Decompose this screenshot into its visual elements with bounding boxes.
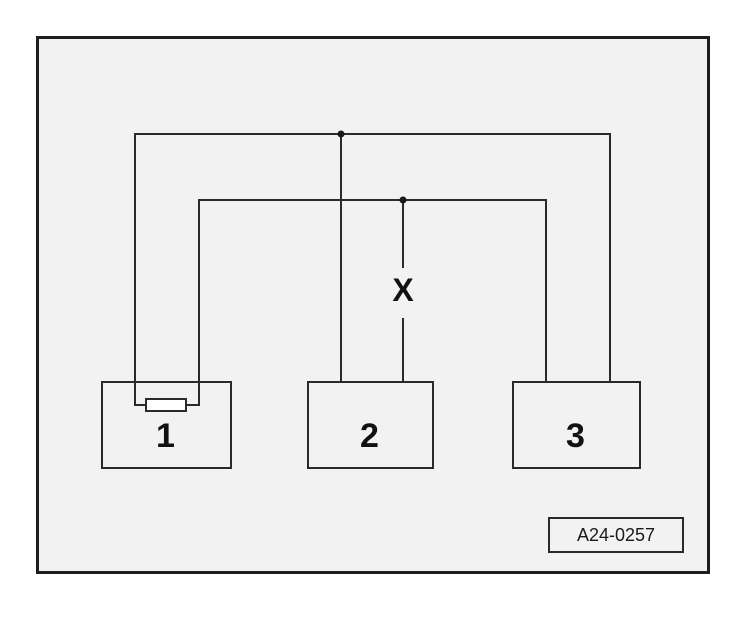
outer-wire	[134, 133, 611, 406]
measurement-label: X	[392, 272, 414, 308]
resistor-symbol	[145, 398, 187, 412]
junction-dot-inner	[399, 196, 407, 204]
component-box-2	[307, 381, 434, 469]
component-label-3: 3	[566, 417, 585, 455]
component-label-1: 1	[156, 417, 175, 455]
reference-code-label: A24-0257	[548, 517, 684, 553]
junction-dot-outer	[337, 130, 345, 138]
component-box-1	[101, 381, 232, 469]
inner-wire	[198, 199, 547, 406]
component-label-2: 2	[360, 417, 379, 455]
diagram-frame	[36, 36, 710, 574]
component-box-3	[512, 381, 641, 469]
